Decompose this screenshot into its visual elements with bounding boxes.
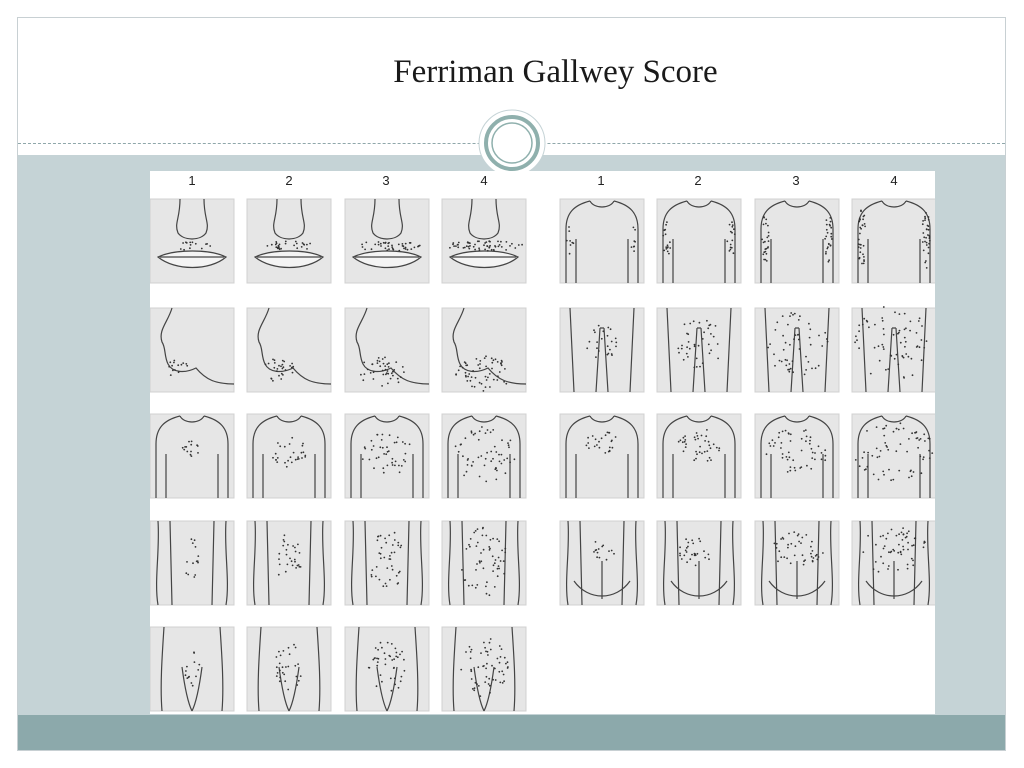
- upper-lip-grade-1-illustration: [150, 198, 235, 284]
- thighs-grade-1-illustration: [559, 307, 645, 393]
- upper-abdomen-grade-2-illustration: [246, 520, 332, 606]
- right-grade-labels: 1 2 3 4: [597, 173, 897, 188]
- upper-abdomen-grade-3-illustration: [344, 520, 430, 606]
- circle-ornament-icon: [478, 109, 546, 177]
- hirsutism-scoring-figure: 1 2 3 4 1 2 3 4: [150, 171, 935, 714]
- upper-back-grade-4-illustration: [851, 413, 935, 499]
- upper-lip-grade-4-illustration: [441, 198, 527, 284]
- right-grade-label: 3: [792, 173, 799, 188]
- lower-back-grade-4-illustration: [851, 520, 935, 606]
- slide-frame: [17, 17, 1006, 751]
- upper-lip-grade-3-illustration: [344, 198, 430, 284]
- lower-abdomen-grade-3-illustration: [344, 626, 430, 712]
- upper-back-grade-2-illustration: [656, 413, 742, 499]
- lower-back-grade-2-illustration: [656, 520, 742, 606]
- thighs-grade-4-illustration: [851, 306, 935, 393]
- chin-grade-4-illustration: [441, 307, 527, 393]
- lower-abdomen-grade-1-illustration: [150, 626, 235, 712]
- upper-arms-grade-4-illustration: [851, 198, 935, 284]
- thighs-grade-3-illustration: [754, 307, 840, 393]
- slide-title: Ferriman Gallwey Score: [393, 54, 718, 90]
- lower-back-grade-3-illustration: [754, 520, 840, 606]
- lower-abdomen-grade-2-illustration: [246, 626, 332, 712]
- left-grade-label: 2: [285, 173, 292, 188]
- upper-lip-grade-2-illustration: [246, 198, 332, 284]
- chin-grade-1-illustration: [150, 307, 235, 393]
- footer-band: [18, 715, 1005, 750]
- left-grade-label: 4: [480, 173, 487, 188]
- upper-abdomen-grade-4-illustration: [441, 520, 527, 606]
- left-grade-label: 3: [382, 173, 389, 188]
- upper-abdomen-grade-1-illustration: [150, 520, 235, 606]
- left-grade-labels: 1 2 3 4: [188, 173, 487, 188]
- upper-arms-grade-3-illustration: [754, 198, 840, 284]
- chest-grade-2-illustration: [246, 413, 332, 499]
- thighs-grade-2-illustration: [656, 307, 742, 393]
- right-grade-label: 4: [890, 173, 897, 188]
- left-grade-label: 1: [188, 173, 195, 188]
- upper-arms-grade-2-illustration: [656, 198, 742, 284]
- lower-abdomen-grade-4-illustration: [441, 626, 527, 712]
- chest-grade-1-illustration: [150, 413, 235, 499]
- upper-back-grade-3-illustration: [754, 413, 840, 499]
- chin-grade-3-illustration: [344, 307, 430, 393]
- chest-grade-3-illustration: [344, 413, 430, 499]
- right-grade-label: 1: [597, 173, 604, 188]
- chin-grade-2-illustration: [246, 307, 332, 393]
- right-grade-label: 2: [694, 173, 701, 188]
- chest-grade-4-illustration: [441, 413, 527, 499]
- figure-canvas: 1 2 3 4 1 2 3 4: [150, 173, 935, 712]
- upper-back-grade-1-illustration: [559, 413, 645, 499]
- lower-back-grade-1-illustration: [559, 520, 645, 606]
- upper-arms-grade-1-illustration: [559, 198, 645, 284]
